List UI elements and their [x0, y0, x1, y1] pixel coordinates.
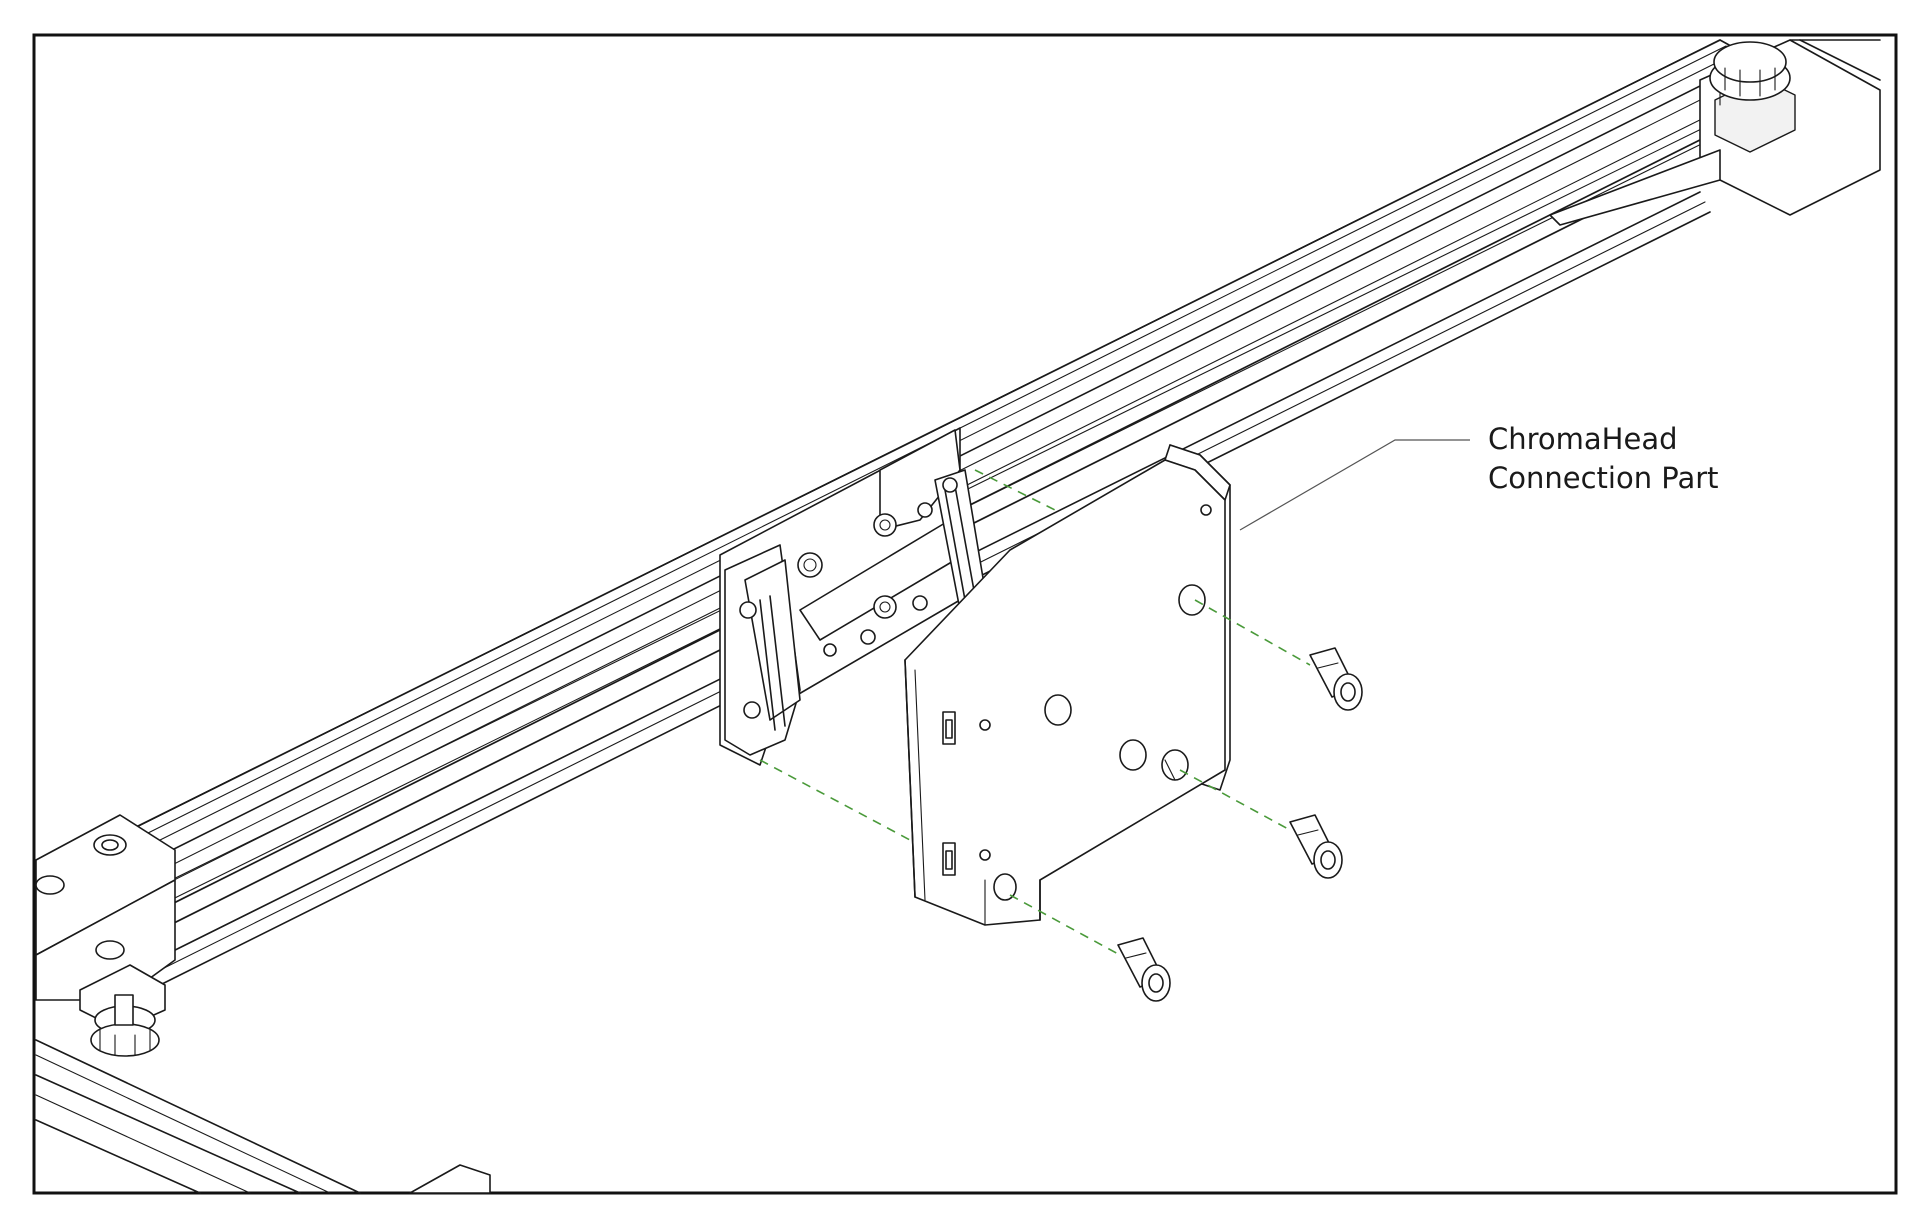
mount-hole	[1161, 749, 1189, 781]
alignment-guides	[759, 469, 1311, 956]
drawing-border	[32, 33, 1898, 1195]
mount-hole	[1119, 739, 1147, 771]
carriage-screw	[942, 477, 958, 493]
callout-label-line-2: Connection Part	[1488, 461, 1719, 495]
carriage-screw	[739, 601, 757, 619]
mount-hole	[1178, 584, 1206, 616]
mount-hole	[993, 873, 1017, 901]
carriage-plate	[719, 427, 986, 766]
screw	[1117, 937, 1171, 1002]
carriage-screw	[873, 513, 897, 537]
screw	[1289, 814, 1343, 879]
screw	[1309, 647, 1363, 711]
carriage-screw	[917, 502, 933, 518]
callout-label-line-1: ChromaHead	[1488, 422, 1678, 456]
callout-leader-line	[1239, 439, 1470, 531]
carriage-screw	[912, 595, 928, 611]
mount-hole	[1044, 694, 1072, 726]
right-end-block	[1549, 39, 1881, 226]
chromahead-connection-part	[904, 444, 1231, 926]
carriage-screw	[797, 552, 823, 578]
left-end-block	[35, 814, 491, 1194]
carriage-screw	[743, 701, 761, 719]
carriage-screw	[873, 595, 897, 619]
